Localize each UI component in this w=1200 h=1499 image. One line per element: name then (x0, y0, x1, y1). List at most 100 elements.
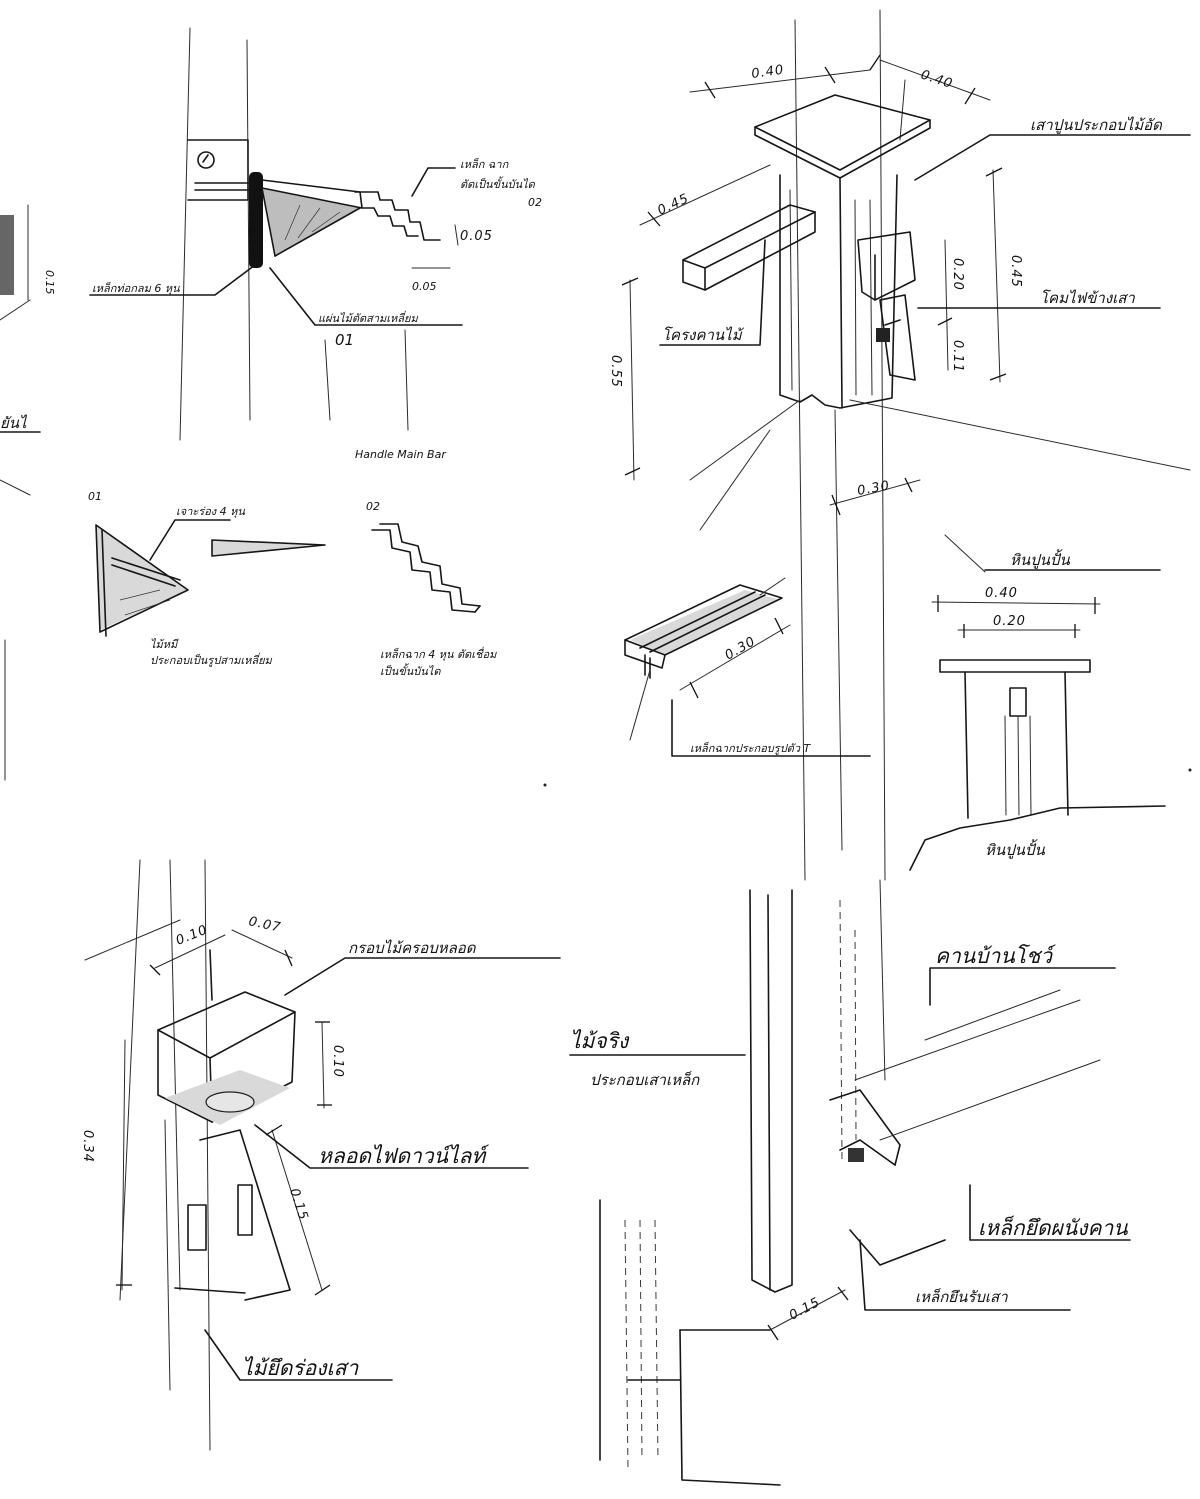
detail-01-label-wood: ไม้หมี (150, 638, 179, 651)
pier-elevation-drawing: หินปูนปั้น 0.40 0.20 หินปูนปั้น (909, 534, 1166, 871)
lamp-box-drawing: 0.10 0.07 0.10 0.34 0.15 กรอบไม้ครอบหลอด (80, 859, 561, 1451)
detail-01-drawing: 01 เจาะร่อง 4 หุน ไม้หมี ประกอบเป็นรูปสา… (88, 490, 326, 667)
box-leader: กรอบไม้ครอบหลอด (284, 939, 561, 996)
label-round-pipe: เหล็กท่อกลม 6 หุน (92, 281, 180, 295)
round-pipe (194, 172, 263, 268)
beam-stub (682, 204, 816, 291)
dim-riser-label: 0.05 (460, 229, 493, 244)
column-top-drawing: 0.40 0.40 0.45 0.45 0.20 0.11 (608, 9, 1191, 881)
leader-wood-plate: แผ่นไม้ตัดสามเหลี่ยม 01 (269, 267, 463, 349)
leader-round-pipe: เหล็กท่อกลม 6 หุน (89, 264, 256, 296)
detail-01-label-wood-2: ประกอบเป็นรูปสามเหลี่ยม (150, 652, 273, 667)
label-slot: ไม้ยึดร่องเสา (242, 1356, 359, 1380)
dim-box-width: 0.10 (149, 922, 226, 976)
beam-leader: โครงคานไม้ (659, 239, 766, 346)
dim-panel-label: 0.15 (286, 1187, 310, 1223)
label-column-cap: เสาปูนประกอบไม้อัด (1030, 116, 1163, 134)
label-02-callout: 02 (528, 196, 542, 209)
label-wood-plate: แผ่นไม้ตัดสามเหลี่ยม (318, 310, 418, 325)
lamp-box (157, 991, 296, 1125)
leader-angle-steel: เหล็ก ฉาก ตัดเป็นขั้นบันได 02 (411, 157, 542, 209)
detail-02-drawing: 02 เหล็กฉาก 4 หุน ตัดเชื่อม เป็นขั้นบันไ… (366, 500, 497, 678)
dim-cap-width-label: 0.40 (750, 63, 785, 82)
label-beam-show: คานบ้านโชว์ (935, 944, 1056, 968)
column-shaft (779, 174, 898, 409)
bulb-leader: หลอดไฟดาวน์ไลท์ (254, 1124, 529, 1169)
label-beam: โครงคานไม้ (662, 326, 745, 344)
dim-tread-label: 0.05 (412, 280, 437, 293)
detail-01-label-drill: เจาะร่อง 4 หุน (176, 505, 245, 518)
wood-leader: ไม้จริง ประกอบเสาเหล็ก (569, 1029, 746, 1089)
column-guide-lines (794, 9, 906, 881)
dim-lamp-gap-label: 0.11 (950, 340, 965, 373)
dim-joint-base-label: 0.15 (787, 1295, 823, 1324)
dim-cap-depth-label: 0.40 (919, 68, 955, 92)
base-ground-lines (689, 399, 1191, 531)
stray-dot (1188, 768, 1192, 772)
lamp-post-lines (84, 859, 213, 1451)
label-bulb: หลอดไฟดาวน์ไลท์ (318, 1144, 489, 1168)
label-wood-2: ประกอบเสาเหล็ก (590, 1071, 700, 1089)
dim-lamp: 0.20 0.11 (937, 239, 965, 373)
dim-total-height-label: 0.34 (80, 1130, 95, 1163)
label-pier-bottom: หินปูนปั้น (985, 839, 1045, 859)
cap-leader: เสาปูนประกอบไม้อัด (914, 116, 1191, 181)
label-side-lamp: โคมไฟข้างเสา (1040, 289, 1135, 307)
dim-left-edge: 0.15 (43, 270, 56, 295)
dim-height-right-label: 0.45 (1008, 255, 1023, 288)
dim-cap-depth: 0.40 (869, 54, 991, 105)
steel-clip-leader: เหล็กยึดผนังคาน (969, 1184, 1131, 1241)
dim-box-height: 0.10 (315, 1021, 345, 1109)
dim-inner-label: 0.20 (993, 614, 1026, 629)
stair-steel (354, 191, 441, 241)
label-left-edge: ยันไ (0, 414, 28, 432)
dim-height-right: 0.45 (985, 167, 1023, 383)
handle-main-bar-caption: Handle Main Bar (355, 448, 447, 461)
wall-bracket (187, 139, 249, 201)
detail-02-number: 02 (366, 500, 380, 513)
wall-guide-lines (179, 27, 409, 441)
label-angle-steel-2: ตัดเป็นขั้นบันได (460, 176, 536, 191)
handle-main-bar-drawing: 0.05 0.05 เหล็ก ฉาก ตัดเป็นขั้นบันได 02 … (89, 27, 542, 461)
steel-column-leader: เหล็กยึนรับเสา (859, 1239, 1071, 1311)
dim-riser: 0.05 (454, 224, 493, 246)
dim-box-height-label: 0.10 (330, 1045, 345, 1078)
dim-outer-label: 0.40 (985, 586, 1018, 601)
label-steel-t: เหล็กฉากประกอบรูปตัว T (690, 741, 811, 755)
lamp-leader: โคมไฟข้างเสา (917, 289, 1161, 309)
beam-show-leader: คานบ้านโชว์ (929, 944, 1116, 1006)
dim-base: 0.30 (829, 477, 921, 516)
dim-base-label: 0.30 (856, 478, 891, 498)
joint-wall (599, 1199, 781, 1486)
dim-lower-label: 0.55 (608, 355, 623, 388)
dim-joint-base: 0.15 (767, 1286, 849, 1341)
detail-02-label-steel-2: เป็นขั้นบันได (380, 663, 441, 678)
label-angle-steel: เหล็ก ฉาก (460, 157, 510, 171)
side-lamp (857, 231, 916, 381)
detail-01-number: 01 (88, 490, 102, 503)
dim-height-left-label: 0.45 (655, 191, 691, 219)
label-01-callout: 01 (335, 331, 354, 349)
t-steel-drawing: 0.30 เหล็กฉากประกอบรูปตัว T (624, 577, 871, 757)
dim-box-depth: 0.07 (231, 914, 293, 967)
dim-outer: 0.40 (931, 586, 1101, 614)
dim-lower: 0.55 (608, 277, 641, 481)
label-wood: ไม้จริง (570, 1029, 630, 1053)
slot-leader: ไม้ยึดร่องเสา (204, 1329, 393, 1381)
dim-cap-width: 0.40 (689, 63, 871, 99)
detail-02-label-steel: เหล็กฉาก 4 หุน ตัดเชื่อม (380, 646, 497, 661)
label-lamp-box: กรอบไม้ครอบหลอด (348, 939, 477, 957)
label-steel-column: เหล็กยึนรับเสา (915, 1288, 1008, 1306)
dim-height-left: 0.45 (639, 164, 771, 227)
dim-total-height: 0.34 (80, 1039, 132, 1291)
column-cap (754, 94, 931, 179)
lamp-mount-panels (174, 1129, 291, 1301)
dim-beam-label: 0.30 (723, 634, 759, 663)
dim-lamp-height-label: 0.20 (950, 258, 965, 291)
dim-box-depth-label: 0.07 (247, 914, 282, 936)
stray-dot (543, 783, 547, 787)
dim-inner: 0.20 (957, 614, 1081, 638)
triangular-wood-plate (261, 179, 363, 257)
label-steel-clip: เหล็กยึดผนังคาน (978, 1215, 1128, 1240)
